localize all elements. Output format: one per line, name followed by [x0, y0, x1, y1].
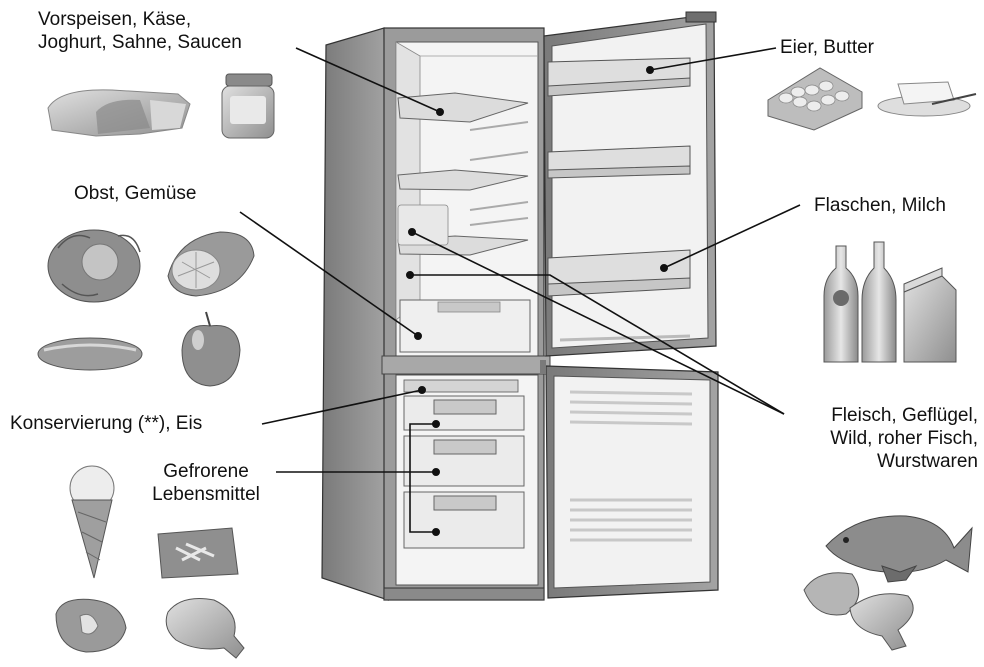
label-fruit: Obst, Gemüse [74, 183, 197, 204]
label-eggs: Eier, Butter [780, 37, 874, 58]
label-meat: Fleisch, Geflügel, Wild, roher Fisch, Wu… [830, 405, 978, 472]
fish-meat-icon [803, 515, 973, 651]
egg-carton-icon [767, 67, 863, 131]
leader-lines [239, 47, 801, 536]
door-balconies [547, 57, 691, 342]
melon-icon [167, 231, 255, 297]
label-frozen: Gefrorene Lebensmittel [152, 461, 260, 505]
divider-bar [381, 355, 551, 375]
butter-dish-icon [877, 81, 977, 117]
shelf-2 [397, 169, 529, 191]
freezer-drawers [403, 395, 525, 549]
cheese-icon [47, 89, 191, 137]
leader-meat-1 [411, 231, 785, 415]
label-bottles: Flaschen, Milch [814, 195, 946, 216]
cabbage-icon [47, 229, 141, 303]
steak-icon [55, 598, 127, 653]
cucumber-icon [37, 337, 143, 371]
leader-eggs [649, 47, 777, 71]
apple-icon [181, 311, 241, 387]
jar-icon [221, 73, 275, 139]
label-preserve: Konservierung (**), Eis [10, 413, 203, 434]
freezer-door-ridges [569, 390, 693, 542]
fridge [321, 11, 719, 601]
leader-preserve [261, 389, 423, 425]
bottle-icon [823, 241, 897, 363]
milk-carton-icon [903, 267, 957, 363]
frozen-fries-icon [157, 527, 239, 579]
chicken-leg-icon [165, 598, 245, 659]
leader-fruit [239, 211, 419, 337]
shelf-1 [397, 92, 529, 123]
leader-meat-2 [410, 274, 785, 415]
leader-bottles [663, 204, 801, 269]
cabinet-side [321, 27, 389, 601]
label-starters: Vorspeisen, Käse, Joghurt, Sahne, Saucen [38, 9, 242, 53]
leader-starters [295, 47, 441, 113]
ice-cream-cone-icon [69, 465, 115, 579]
